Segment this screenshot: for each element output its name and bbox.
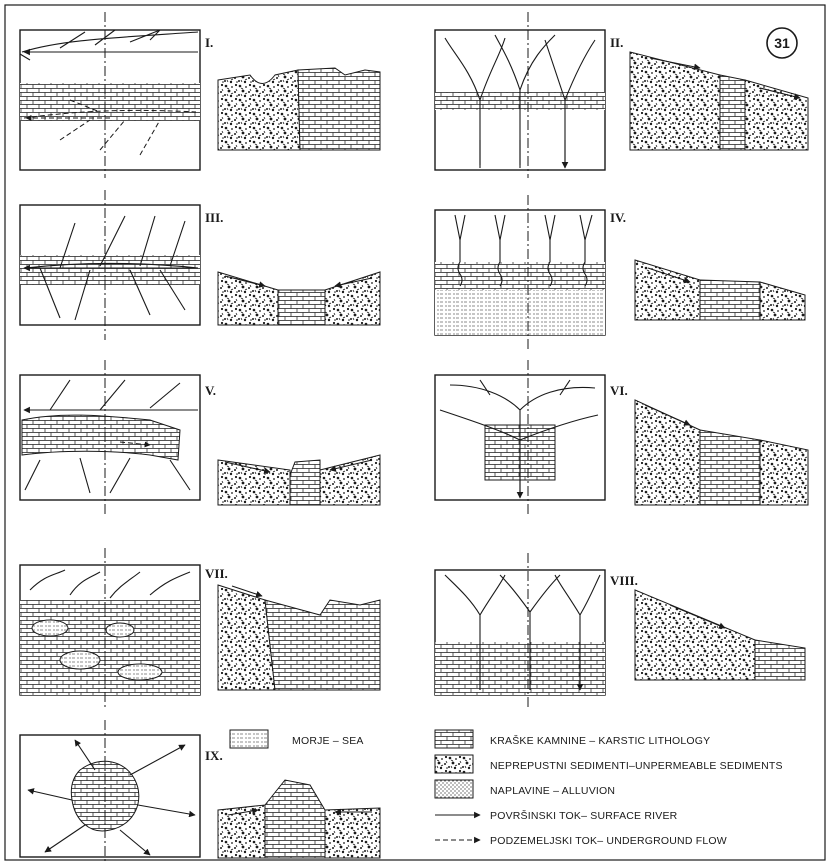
svg-text:VI.: VI. xyxy=(610,383,628,398)
svg-text:MORJE – SEA: MORJE – SEA xyxy=(292,735,364,747)
svg-text:VII.: VII. xyxy=(205,566,228,581)
legend-item-underground-flow: PODZEMELJSKI TOK– UNDERGROUND FLOW xyxy=(435,835,727,847)
svg-text:VIII.: VIII. xyxy=(610,573,638,588)
panel-viii: VIII. xyxy=(435,553,805,710)
panel-iv: IV. xyxy=(435,195,805,350)
legend-item-alluvion: NAPLAVINE – ALLUVION xyxy=(435,780,615,798)
svg-text:III.: III. xyxy=(205,210,223,225)
svg-text:PODZEMELJSKI TOK– UNDERGROUND: PODZEMELJSKI TOK– UNDERGROUND FLOW xyxy=(490,835,727,847)
svg-text:KRAŠKE KAMNINE – KARSTIC LITHO: KRAŠKE KAMNINE – KARSTIC LITHOLOGY xyxy=(490,734,710,747)
svg-text:NAPLAVINE – ALLUVION: NAPLAVINE – ALLUVION xyxy=(490,785,615,797)
svg-text:POVRŠINSKI TOK– SURFACE RIVER: POVRŠINSKI TOK– SURFACE RIVER xyxy=(490,809,678,822)
legend-item-sea: MORJE – SEA xyxy=(230,730,364,748)
svg-text:II.: II. xyxy=(610,35,623,50)
section-karst xyxy=(298,68,380,150)
panel-v: V. xyxy=(20,360,380,515)
panel-vi: VI. xyxy=(435,360,808,515)
svg-text:IV.: IV. xyxy=(610,210,626,225)
svg-text:31: 31 xyxy=(774,35,790,51)
legend-item-surface-river: POVRŠINSKI TOK– SURFACE RIVER xyxy=(435,809,678,822)
svg-text:NEPREPUSTNI SEDIMENTI–UNPERMEA: NEPREPUSTNI SEDIMENTI–UNPERMEABLE SEDIME… xyxy=(490,760,783,772)
panel-vii: VII. xyxy=(20,548,380,710)
svg-text:V.: V. xyxy=(205,383,216,398)
svg-text:IX.: IX. xyxy=(205,748,223,763)
panel-iii: III. xyxy=(20,190,380,340)
figure-number-badge: 31 xyxy=(767,28,797,58)
panel-ii: II. xyxy=(435,12,808,178)
panel-i: I. xyxy=(20,12,380,178)
section-unpermeable xyxy=(218,70,300,150)
legend-item-karstic: KRAŠKE KAMNINE – KARSTIC LITHOLOGY xyxy=(435,730,710,748)
legend-item-unpermeable: NEPREPUSTNI SEDIMENTI–UNPERMEABLE SEDIME… xyxy=(435,755,783,773)
panel-label: I. xyxy=(205,35,213,50)
